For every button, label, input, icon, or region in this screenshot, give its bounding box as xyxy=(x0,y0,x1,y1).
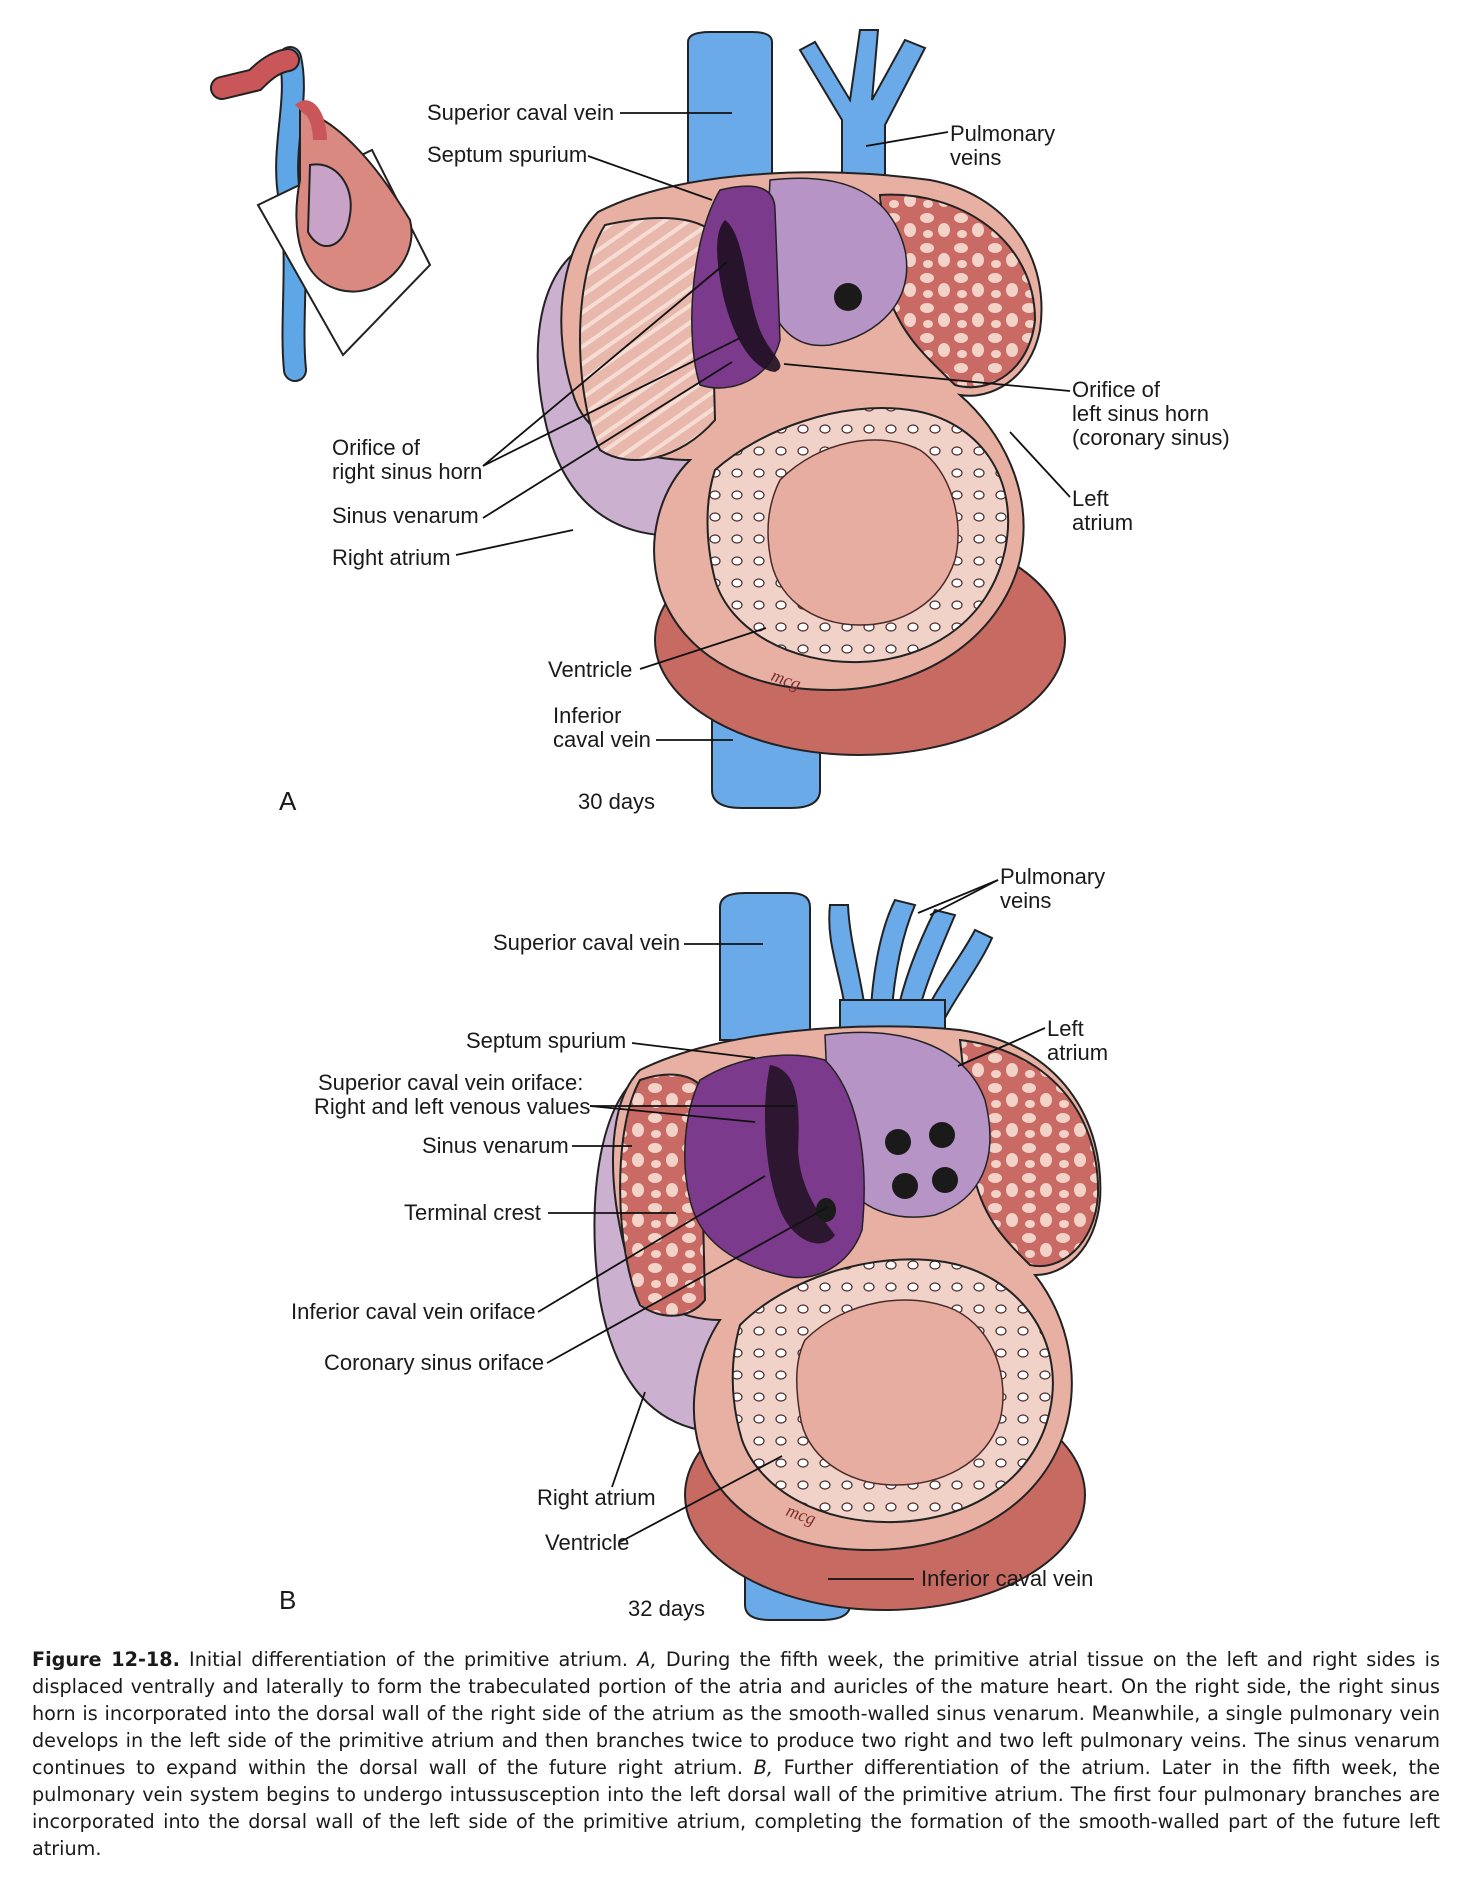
label-pulmonary-veins-a-line1: Pulmonary xyxy=(950,121,1056,146)
label-terminal-crest: Terminal crest xyxy=(404,1200,541,1225)
caption-text-3: Further differentiation of the atrium. L… xyxy=(32,1756,1441,1860)
label-pulmonary-veins-b-line1: Pulmonary xyxy=(1000,864,1106,889)
label-left-atrium-a-line1: Left xyxy=(1072,486,1109,511)
label-right-atrium-a: Right atrium xyxy=(332,545,451,570)
superior-caval-vein-a xyxy=(687,31,773,201)
label-pulmonary-veins-a-line2: veins xyxy=(950,145,1002,170)
label-left-atrium-b-line1: Left xyxy=(1047,1016,1084,1041)
label-coronary-sinus-orifice: Coronary sinus oriface xyxy=(324,1350,545,1375)
caption-text-2: During the fifth week, the primitive atr… xyxy=(32,1648,1440,1779)
label-inferior-caval-vein-b: Inferior caval vein xyxy=(921,1566,1094,1591)
leader-lines-b xyxy=(537,879,1046,1580)
label-scv-orifice-line2: Right and left venous values xyxy=(314,1094,591,1119)
label-pulmonary-veins-b-line2: veins xyxy=(1000,888,1052,913)
pulmonary-veins-b xyxy=(828,898,994,1041)
label-scv-orifice-line1: Superior caval vein oriface: xyxy=(318,1070,584,1095)
caption-panel-a-ref: A, xyxy=(637,1648,657,1671)
panel-letter-b: B xyxy=(279,1585,297,1615)
figure-caption: Figure 12-18. Initial differentiation of… xyxy=(32,1646,1440,1862)
label-orifice-left-sinus-horn-line1: Orifice of xyxy=(1072,377,1161,402)
label-septum-spurium-a: Septum spurium xyxy=(427,142,588,167)
inset-heart-sketch xyxy=(210,46,432,382)
figure-illustration: mcg xyxy=(210,29,1102,1621)
superior-caval-vein-b xyxy=(719,892,811,1041)
label-right-atrium-b: Right atrium xyxy=(537,1485,656,1510)
label-left-atrium-a-line2: atrium xyxy=(1072,510,1134,535)
label-orifice-right-sinus-horn-line1: Orifice of xyxy=(332,435,421,460)
label-ventricle-a: Ventricle xyxy=(548,657,633,682)
panel-letter-a: A xyxy=(279,786,297,816)
label-orifice-left-sinus-horn-line3: (coronary sinus) xyxy=(1072,425,1230,450)
label-icv-orifice: Inferior caval vein oriface xyxy=(291,1299,536,1324)
caption-text-1: Initial differentiation of the primitive… xyxy=(179,1648,638,1671)
pulmonary-orifice-a xyxy=(834,283,862,311)
heart-b: mcg xyxy=(593,1025,1102,1611)
label-inferior-caval-vein-a-line1: Inferior xyxy=(553,703,622,728)
label-orifice-left-sinus-horn-line2: left sinus horn xyxy=(1072,401,1209,426)
pulmonary-orifices-b xyxy=(885,1122,958,1199)
caption-panel-b-ref: B, xyxy=(753,1756,773,1779)
label-septum-spurium-b: Septum spurium xyxy=(466,1028,627,1053)
label-left-atrium-b-line2: atrium xyxy=(1047,1040,1109,1065)
age-label-b: 32 days xyxy=(628,1596,706,1621)
label-orifice-right-sinus-horn-line2: right sinus horn xyxy=(332,459,483,484)
label-sinus-venarum-a: Sinus venarum xyxy=(332,503,479,528)
panel-b-drawing: mcg xyxy=(537,879,1102,1621)
leader-lines-a xyxy=(455,112,1071,741)
age-label-a: 30 days xyxy=(578,789,656,814)
pulmonary-veins-a xyxy=(798,29,927,186)
label-inferior-caval-vein-a-line2: caval vein xyxy=(553,727,651,752)
label-sinus-venarum-b: Sinus venarum xyxy=(422,1133,569,1158)
label-ventricle-b: Ventricle xyxy=(545,1530,630,1555)
heart-a: mcg xyxy=(536,171,1066,756)
caption-figure-label: Figure 12-18. xyxy=(32,1648,180,1671)
label-superior-caval-vein-b: Superior caval vein xyxy=(493,930,681,955)
label-superior-caval-vein-a: Superior caval vein xyxy=(427,100,615,125)
panel-a-drawing: mcg xyxy=(210,29,1071,809)
